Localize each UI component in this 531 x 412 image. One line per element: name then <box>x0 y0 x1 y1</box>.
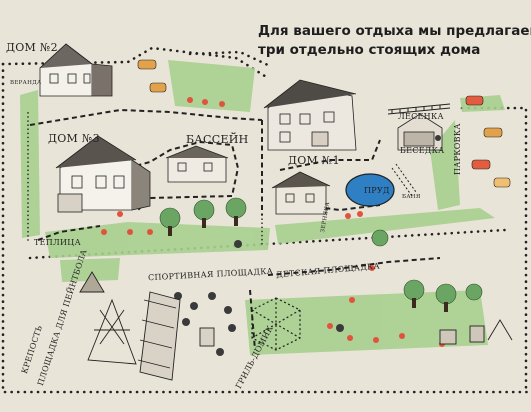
pool-house-icon <box>165 145 229 183</box>
headline: Для вашего отдыха мы предлагаем: три отд… <box>258 22 531 60</box>
ladder-icon <box>387 103 451 115</box>
house-2-icon <box>39 43 113 97</box>
fortress-icon <box>79 271 215 381</box>
label-pool: БАССЕЙН <box>186 133 249 146</box>
label-gazebo: БЕСЕДКА <box>400 146 445 155</box>
label-pond: ПРУД <box>364 186 390 195</box>
walking-paths <box>29 108 441 351</box>
flower-beds <box>101 97 445 347</box>
inner-fences <box>27 109 263 246</box>
shrubs <box>174 135 441 356</box>
pond-icon <box>345 163 417 207</box>
grill-house-icon <box>251 297 301 351</box>
label-veranda: ВЕРАНДА <box>10 80 42 86</box>
house-1-icon <box>263 79 357 151</box>
house-3-icon <box>55 135 151 213</box>
label-house-2: ДОМ №2 <box>6 41 58 54</box>
label-house-1: ДОМ №1 <box>288 154 340 167</box>
label-bath: БАНЯ <box>402 194 421 200</box>
label-parking: ПАРКОВКА <box>453 123 462 175</box>
gazebo-icon <box>397 113 443 151</box>
trees <box>159 197 483 305</box>
headline-line-2: три отдельно стоящих дома <box>258 42 481 58</box>
parked-cars <box>137 59 511 188</box>
label-ladder: ЛЕСЕНКА <box>398 112 444 121</box>
label-greenhouse: ТЕПЛИЦА <box>34 238 81 247</box>
grass-areas <box>20 60 505 355</box>
headline-line-1: Для вашего отдыха мы предлагаем: <box>258 23 531 39</box>
bath-house-icon <box>271 171 331 215</box>
playground-icon <box>439 319 513 345</box>
tree-trunks <box>168 216 448 312</box>
label-house-3: ДОМ №3 <box>48 132 100 145</box>
